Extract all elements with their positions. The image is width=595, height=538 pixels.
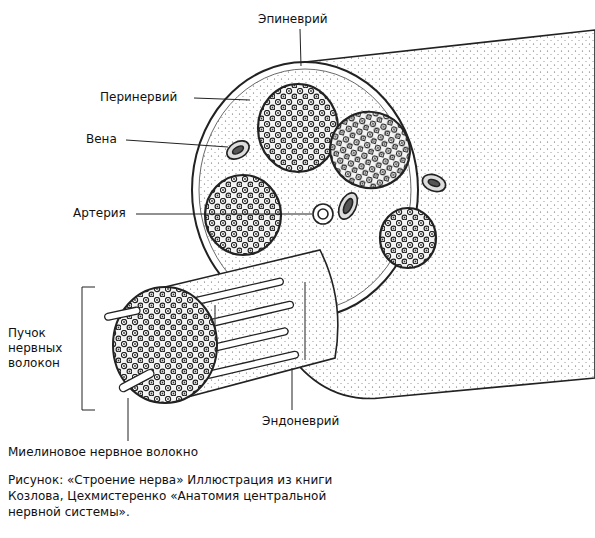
fascicle-label: Пучок нервных волокон bbox=[8, 326, 80, 371]
epineurium-label: Эпиневрий bbox=[258, 12, 328, 27]
perineurium-label: Перинервий bbox=[100, 90, 177, 105]
artery-label: Артерия bbox=[73, 206, 126, 221]
protruding-fibers bbox=[104, 307, 155, 394]
fascicle-end bbox=[113, 287, 217, 403]
endoneurium-label: Эндоневрий bbox=[262, 414, 339, 429]
vein-label: Вена bbox=[86, 132, 117, 147]
leader-lines bbox=[82, 29, 312, 441]
fascicles bbox=[205, 84, 436, 268]
artery bbox=[313, 204, 333, 224]
veins bbox=[224, 137, 448, 222]
figure-caption: Рисунок: «Строение нерва» Иллюстрация из… bbox=[8, 472, 338, 520]
myelin-fiber-label: Миелиновое нервное волокно bbox=[8, 445, 198, 460]
